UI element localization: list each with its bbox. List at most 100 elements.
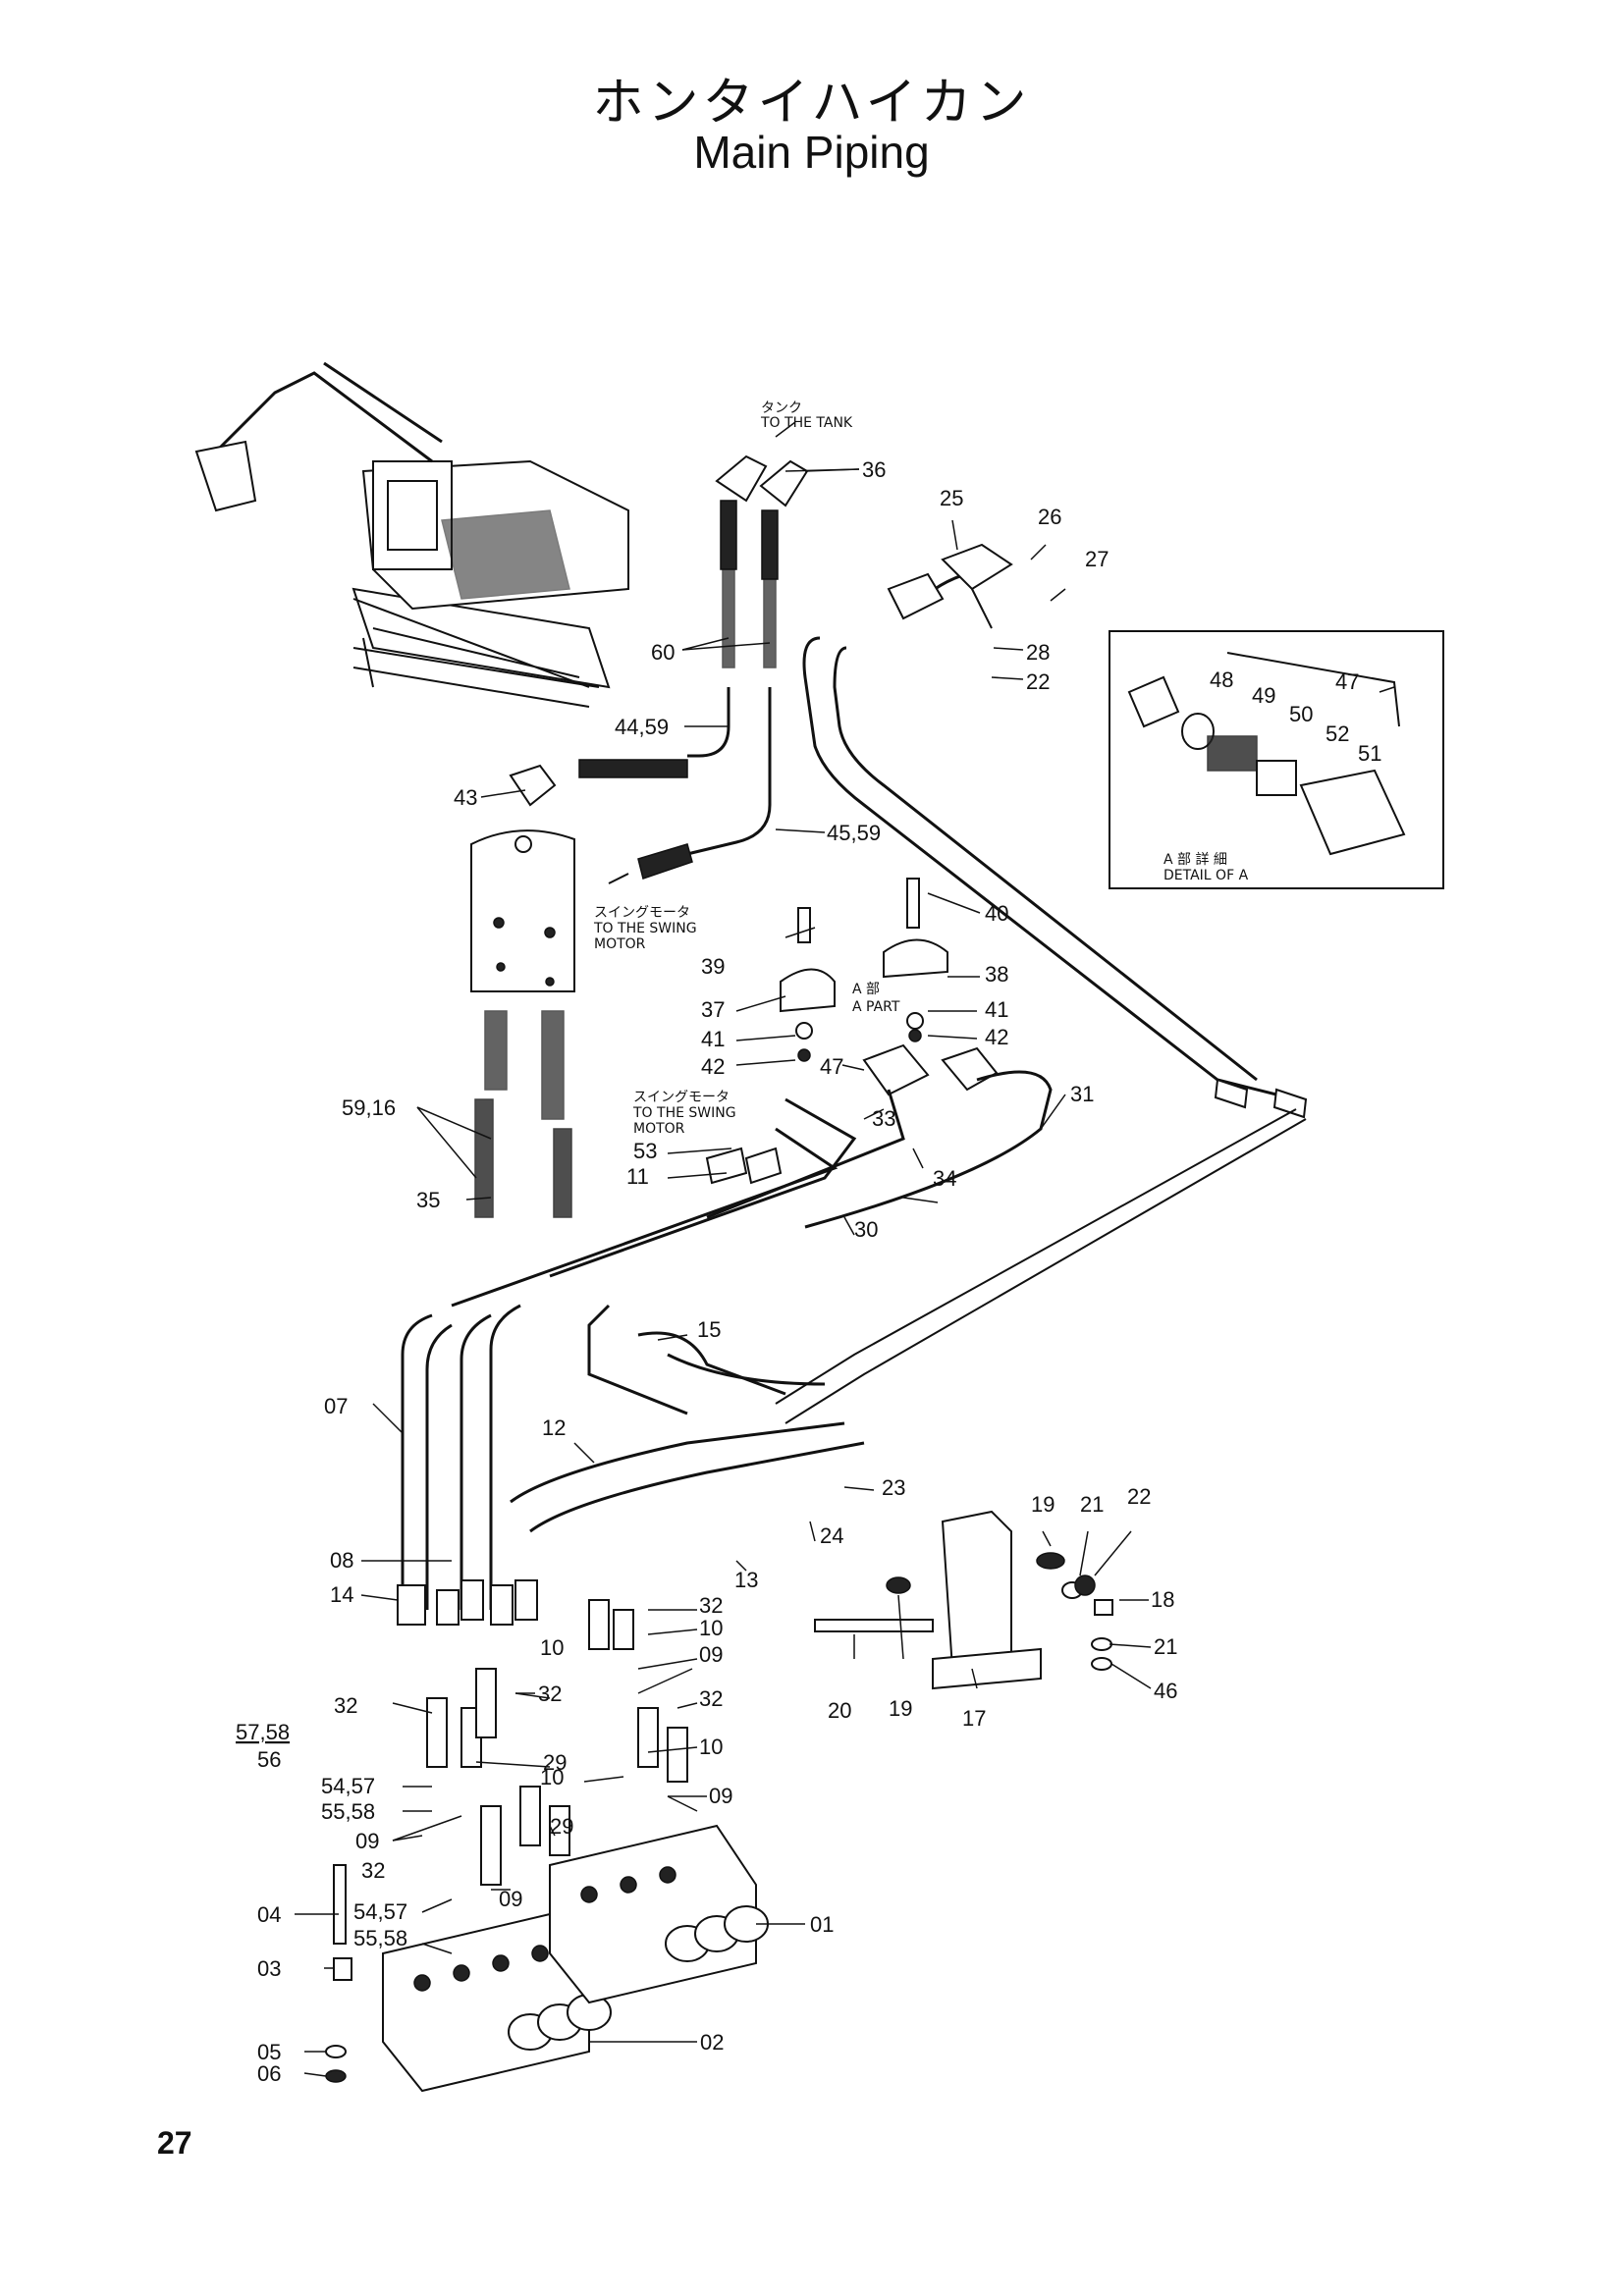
callout-22-top: 22 bbox=[1026, 669, 1050, 694]
callout-26: 26 bbox=[1038, 505, 1061, 529]
callout-35: 35 bbox=[416, 1188, 440, 1212]
callout-41-right: 41 bbox=[985, 997, 1008, 1022]
callout-54-57-a: 54,57 bbox=[321, 1774, 375, 1798]
callout-42-left: 42 bbox=[701, 1054, 725, 1079]
callout-23: 23 bbox=[882, 1475, 905, 1500]
a-part-label: A PART bbox=[852, 999, 900, 1015]
a-part-jp: A 部 bbox=[852, 982, 880, 997]
control-valve-01 bbox=[549, 1824, 769, 2004]
callout-09-b: 09 bbox=[355, 1829, 379, 1853]
callout-03: 03 bbox=[257, 1956, 281, 1981]
callout-37: 37 bbox=[701, 997, 725, 1022]
detail-of-a-box bbox=[1109, 630, 1444, 889]
to-swing-motor-1-jp: スイングモータ bbox=[594, 905, 690, 921]
callout-39: 39 bbox=[701, 954, 725, 979]
detail-of-a-label: DETAIL OF A bbox=[1163, 868, 1249, 883]
callout-59-16: 59,16 bbox=[342, 1095, 396, 1120]
callout-31: 31 bbox=[1070, 1082, 1094, 1106]
to-tank-jp: タンク bbox=[761, 400, 802, 416]
callout-41-left: 41 bbox=[701, 1027, 725, 1051]
callout-55-58-a: 55,58 bbox=[321, 1799, 375, 1824]
callout-19-top: 19 bbox=[1031, 1492, 1055, 1517]
callout-33: 33 bbox=[872, 1106, 895, 1131]
callout-17: 17 bbox=[962, 1706, 986, 1731]
to-swing-motor-2-line2: MOTOR bbox=[633, 1121, 685, 1137]
callout-32-a: 32 bbox=[699, 1593, 723, 1618]
callout-11: 11 bbox=[626, 1164, 649, 1189]
callout-52: 52 bbox=[1325, 721, 1349, 746]
callout-04: 04 bbox=[257, 1902, 281, 1927]
callout-10-b: 10 bbox=[540, 1635, 564, 1660]
callout-01: 01 bbox=[810, 1912, 834, 1937]
callout-60: 60 bbox=[651, 640, 675, 665]
clamp-parts bbox=[780, 878, 948, 1062]
callout-21-bottom: 21 bbox=[1154, 1634, 1177, 1659]
callout-21-top: 21 bbox=[1080, 1492, 1104, 1517]
excavator-illustration bbox=[194, 361, 629, 708]
center-piping bbox=[401, 1043, 1053, 1610]
callout-06: 06 bbox=[257, 2061, 281, 2086]
callout-25: 25 bbox=[940, 486, 963, 510]
fraction-bottom: 56 bbox=[257, 1747, 281, 1772]
callout-42-right: 42 bbox=[985, 1025, 1008, 1049]
callout-38: 38 bbox=[985, 962, 1008, 987]
to-swing-motor-1-line1: TO THE SWING bbox=[593, 921, 697, 936]
fittings-column bbox=[325, 1579, 688, 2083]
callout-34: 34 bbox=[933, 1166, 956, 1191]
callout-labels: 36 25 26 27 28 22 60 44,59 43 45,59 48 4… bbox=[257, 457, 1381, 2086]
callout-02: 02 bbox=[700, 2030, 724, 2055]
callout-32-b: 32 bbox=[334, 1693, 357, 1718]
callout-44-59: 44,59 bbox=[615, 715, 669, 739]
callout-09-d: 09 bbox=[499, 1887, 522, 1911]
page-number: 27 bbox=[157, 2125, 192, 2161]
to-tank-label: TO THE TANK bbox=[760, 415, 853, 431]
callout-47-center: 47 bbox=[820, 1054, 843, 1079]
callout-10-d: 10 bbox=[540, 1765, 564, 1789]
callout-08: 08 bbox=[330, 1548, 353, 1573]
callout-10-c: 10 bbox=[699, 1735, 723, 1759]
callout-19-bottom: 19 bbox=[889, 1696, 912, 1721]
callout-43: 43 bbox=[454, 785, 477, 810]
callout-05: 05 bbox=[257, 2040, 281, 2064]
text-annotations: タンク TO THE TANK スイングモータ TO THE SWING MOT… bbox=[236, 400, 1249, 1772]
callout-55-58-b: 55,58 bbox=[353, 1926, 407, 1950]
callout-29-b: 29 bbox=[550, 1814, 573, 1839]
fraction-top: 57,58 bbox=[236, 1720, 290, 1744]
to-swing-motor-2-line1: TO THE SWING bbox=[632, 1105, 736, 1121]
callout-30: 30 bbox=[854, 1217, 878, 1242]
to-swing-motor-2-jp: スイングモータ bbox=[633, 1090, 730, 1105]
callout-45-59: 45,59 bbox=[827, 821, 881, 845]
callout-13: 13 bbox=[734, 1568, 758, 1592]
callout-09-c: 09 bbox=[709, 1784, 732, 1808]
callout-47-detail: 47 bbox=[1335, 669, 1359, 694]
callout-22-bracket: 22 bbox=[1127, 1484, 1151, 1509]
callout-32-e: 32 bbox=[361, 1858, 385, 1883]
long-pipes bbox=[775, 543, 1308, 1424]
callout-24: 24 bbox=[820, 1523, 843, 1548]
callout-53: 53 bbox=[633, 1139, 657, 1163]
callout-49: 49 bbox=[1252, 683, 1275, 708]
page-title: Main Piping bbox=[693, 127, 930, 178]
leader-lines bbox=[295, 421, 1395, 2077]
hose-assembly-upper bbox=[509, 454, 809, 884]
callout-15: 15 bbox=[697, 1317, 721, 1342]
callout-32-d: 32 bbox=[699, 1686, 723, 1711]
callout-18: 18 bbox=[1151, 1587, 1174, 1612]
detail-of-a-jp: A 部 詳 細 bbox=[1163, 852, 1227, 868]
callout-28: 28 bbox=[1026, 640, 1050, 665]
callout-32-c: 32 bbox=[538, 1682, 562, 1706]
callout-20: 20 bbox=[828, 1698, 851, 1723]
callout-14: 14 bbox=[330, 1582, 353, 1607]
mounting-plate bbox=[470, 829, 575, 1218]
callout-40: 40 bbox=[985, 901, 1008, 926]
callout-29-a: 29 bbox=[543, 1750, 567, 1775]
callout-54-57-b: 54,57 bbox=[353, 1899, 407, 1924]
bracket-assembly bbox=[814, 1510, 1113, 1690]
callout-12: 12 bbox=[542, 1415, 566, 1440]
callout-46: 46 bbox=[1154, 1679, 1177, 1703]
callout-10-a: 10 bbox=[699, 1616, 723, 1640]
callout-27: 27 bbox=[1085, 547, 1109, 571]
callout-48: 48 bbox=[1210, 667, 1233, 692]
to-swing-motor-1-line2: MOTOR bbox=[594, 936, 646, 952]
